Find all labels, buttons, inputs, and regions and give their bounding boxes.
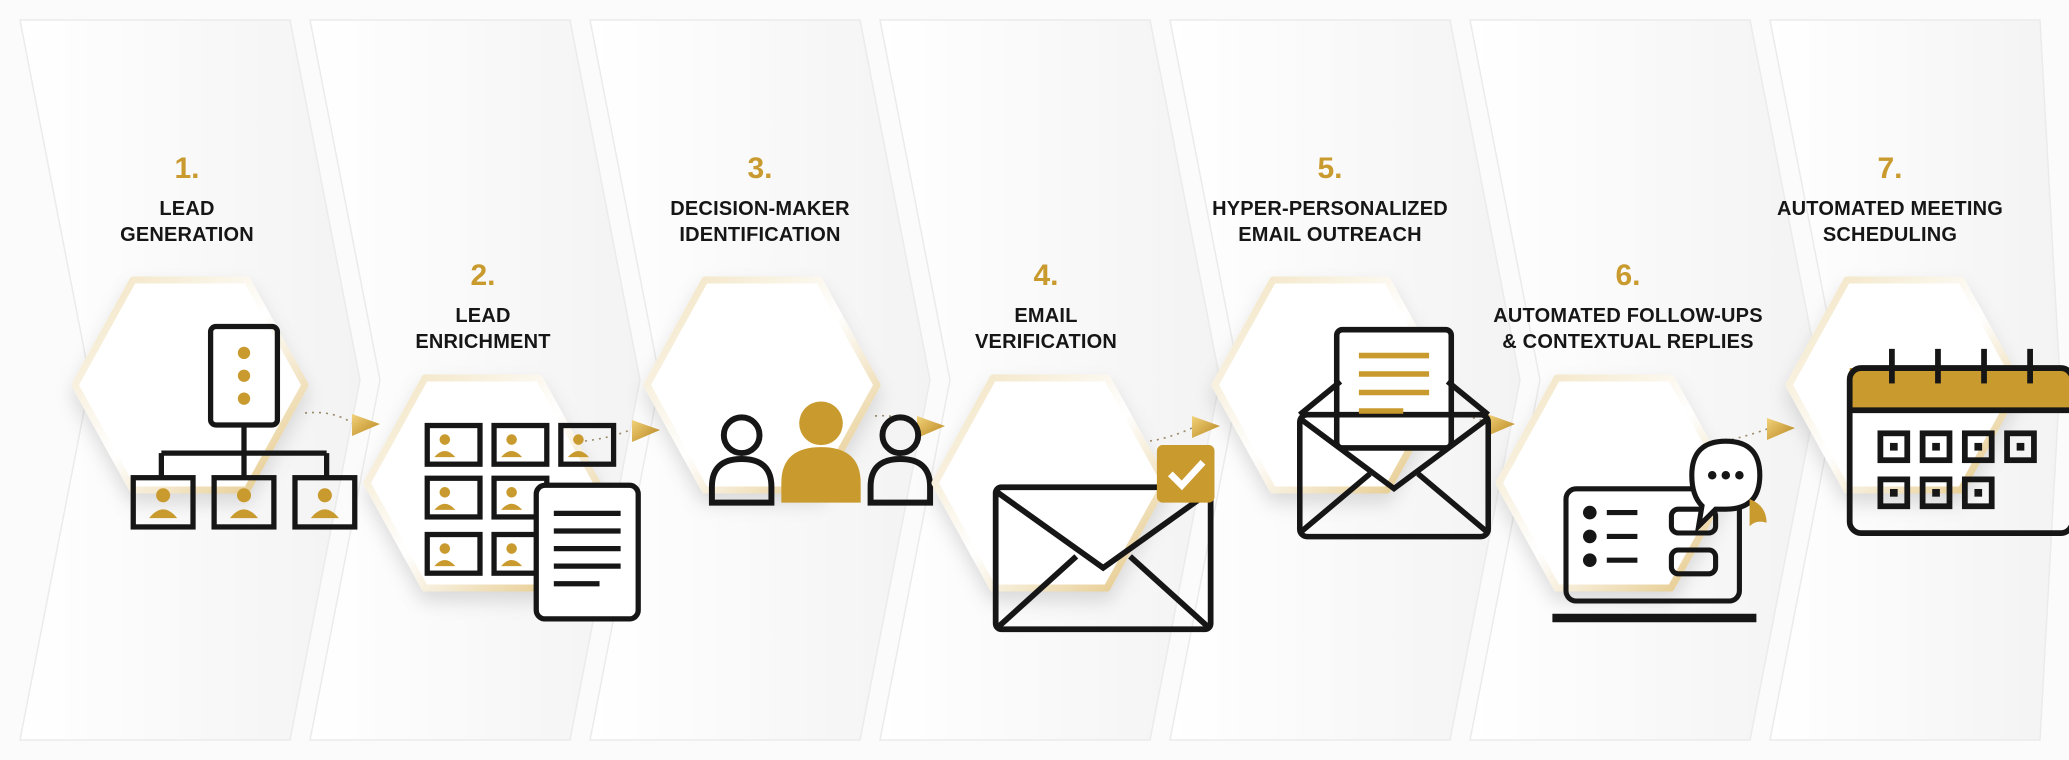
step-title: HYPER-PERSONALIZED EMAIL OUTREACH [1212,198,1448,246]
step-4-label: 4. EMAIL VERIFICATION [896,259,1196,355]
step-2-label: 2. LEAD ENRICHMENT [333,259,633,355]
step-title: LEAD ENRICHMENT [415,305,551,353]
step-title: AUTOMATED MEETING SCHEDULING [1777,198,2003,246]
step-6-node [1495,374,1767,623]
step-1-label: 1. LEAD GENERATION [37,152,337,248]
hexagon-frame [1495,374,1733,592]
step-number: 6. [1615,259,1641,292]
people-group-icon [708,401,934,506]
step-number: 7. [1877,152,1903,185]
step-3-node [643,276,934,506]
step-5-node [1211,276,1491,540]
org-chart-icon [130,323,358,530]
step-number: 5. [1317,152,1343,185]
step-title: DECISION-MAKER IDENTIFICATION [670,198,850,246]
step-2-node [363,374,641,622]
step-number: 2. [470,259,496,292]
step-title: LEAD GENERATION [120,198,254,246]
step-7-label: 7. AUTOMATED MEETING SCHEDULING [1740,152,2040,248]
step-number: 1. [174,152,200,185]
step-number: 3. [747,152,773,185]
step-5-label: 5. HYPER-PERSONALIZED EMAIL OUTREACH [1180,152,1480,248]
calendar-icon [1846,348,2069,537]
verified-email-icon [992,445,1215,633]
laptop-chat-icon [1552,438,1767,623]
step-7-node [1785,276,2069,537]
step-6-label: 6. AUTOMATED FOLLOW-UPS & CONTEXTUAL REP… [1478,259,1778,355]
step-4-node [931,374,1215,633]
hexagon-frame [931,374,1169,592]
step-3-label: 3. DECISION-MAKER IDENTIFICATION [610,152,910,248]
step-title: AUTOMATED FOLLOW-UPS & CONTEXTUAL REPLIE… [1493,305,1763,353]
profiles-document-icon [424,422,641,622]
step-number: 4. [1033,259,1059,292]
step-1-node [71,276,358,530]
open-envelope-letter-icon [1297,326,1491,540]
step-title: EMAIL VERIFICATION [974,305,1118,353]
